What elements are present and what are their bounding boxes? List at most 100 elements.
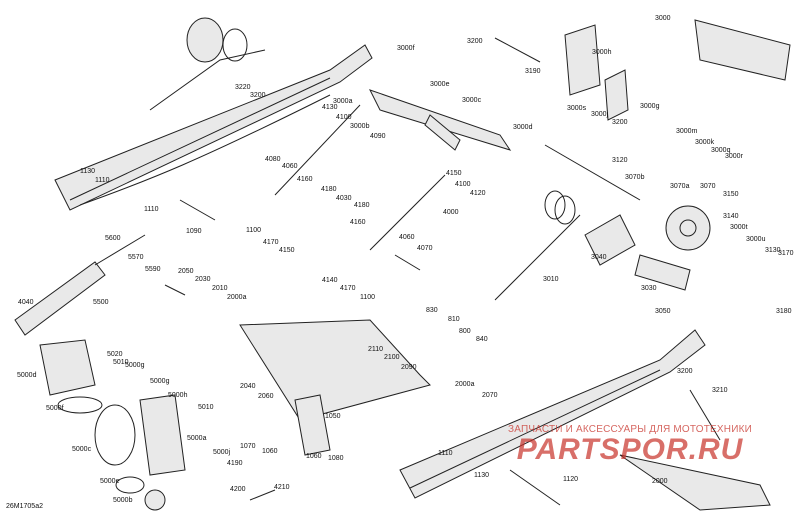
callout-4130: 4130 (322, 104, 338, 111)
callout-5600: 5600 (105, 235, 121, 242)
callout-4080: 4080 (265, 156, 281, 163)
callout-3000t: 3000t (730, 224, 748, 231)
callout-3210: 3210 (712, 387, 728, 394)
callout-3150: 3150 (723, 191, 739, 198)
callout-2000a: 2000a (227, 294, 247, 301)
callout-5570: 5570 (128, 254, 144, 261)
callout-3200: 3200 (612, 119, 628, 126)
callout-1100: 1100 (360, 294, 375, 301)
callout-3000e: 3000e (430, 81, 450, 88)
callout-3000a: 3000a (333, 98, 353, 105)
callout-3130: 3130 (765, 247, 781, 254)
callout-1110: 1110 (438, 450, 453, 457)
callout-5000e: 5000e (100, 478, 120, 485)
watermark: ЗАПЧАСТИ И АКСЕССУАРЫ ДЛЯ МОТОТЕХНИКИ PA… (470, 424, 790, 467)
callout-3140: 3140 (723, 213, 739, 220)
callout-5500: 5500 (93, 299, 109, 306)
callout-2000: 2000 (652, 478, 668, 485)
callout-5000b: 5000b (113, 497, 133, 504)
diagram-code: 26M1705a2 (6, 503, 43, 510)
callout-5000c: 5000c (72, 446, 92, 453)
shafts (179, 37, 641, 301)
callout-2030: 2030 (195, 276, 211, 283)
lower-arm (619, 454, 771, 511)
callout-3200: 3200 (677, 368, 693, 375)
callout-5000a: 5000a (187, 435, 207, 442)
callout-4070: 4070 (417, 245, 433, 252)
callout-4100: 4100 (336, 114, 352, 121)
upper-left-rail (54, 44, 373, 211)
callout-2110: 2110 (368, 346, 383, 353)
callout-4170: 4170 (340, 285, 356, 292)
callout-3000q: 3000q (711, 147, 731, 154)
upper-arm (369, 89, 512, 151)
callout-1090: 1090 (186, 228, 202, 235)
callout-3000d: 3000d (513, 124, 533, 131)
callout-1060: 1060 (262, 448, 278, 455)
callout-4200: 4200 (230, 486, 246, 493)
callout-2010: 2010 (212, 285, 228, 292)
callout-3000g: 3000g (640, 103, 660, 110)
callout-5010: 5010 (113, 359, 129, 366)
callout-1110: 1110 (144, 206, 159, 213)
callout-4140: 4140 (322, 277, 338, 284)
callout-4100: 4100 (455, 181, 471, 188)
callout-3190: 3190 (525, 68, 541, 75)
callout-1130: 1130 (80, 168, 95, 175)
callout-3000m: 3000m (676, 128, 698, 135)
callout-5000g: 5000g (125, 362, 145, 369)
callout-2060: 2060 (258, 393, 274, 400)
callout-5010: 5010 (198, 404, 214, 411)
callout-3000b: 3000b (350, 123, 370, 130)
callout-4120: 4120 (470, 190, 486, 197)
callout-3220: 3220 (235, 84, 251, 91)
callout-4170: 4170 (263, 239, 279, 246)
front-arm (239, 319, 431, 456)
callout-4000: 4000 (443, 209, 459, 216)
callout-3010: 3010 (543, 276, 559, 283)
callout-3200: 3200 (467, 38, 483, 45)
front-shock-assembly (39, 339, 186, 511)
callout-5000f: 5000f (46, 405, 64, 412)
callout-2050: 2050 (178, 268, 194, 275)
callout-1070: 1070 (240, 443, 256, 450)
callout-4160: 4160 (297, 176, 313, 183)
callout-3000c: 3000c (462, 97, 482, 104)
callout-3000h: 3000h (592, 49, 612, 56)
callout-5590: 5590 (145, 266, 161, 273)
callout-3000r: 3000r (725, 153, 744, 160)
callout-1110: 1110 (95, 177, 110, 184)
callout-1100: 1100 (246, 227, 261, 234)
callout-3070a: 3070a (670, 183, 690, 190)
upper-torsion-spring (149, 17, 266, 111)
callout-800: 800 (459, 328, 471, 335)
callout-3000k: 3000k (695, 139, 715, 146)
callout-5000g: 5000g (150, 378, 170, 385)
callout-3000f: 3000f (397, 45, 415, 52)
callout-3170: 3170 (778, 250, 794, 257)
callout-2000a: 2000a (455, 381, 475, 388)
mount-bracket (564, 24, 629, 121)
callout-4210: 4210 (274, 484, 290, 491)
callout-1050: 1050 (325, 413, 341, 420)
callout-4150: 4150 (446, 170, 462, 177)
callout-3040: 3040 (591, 254, 607, 261)
callout-5000j: 5000j (213, 449, 231, 456)
callout-3000j: 3000j (591, 111, 609, 118)
callout-5020: 5020 (107, 351, 123, 358)
callout-830: 830 (426, 307, 438, 314)
watermark-logo: PARTSPOR.RU (516, 433, 744, 466)
callout-3070: 3070 (700, 183, 716, 190)
callout-840: 840 (476, 336, 488, 343)
fasteners (164, 254, 721, 506)
callout-4030: 4030 (336, 195, 352, 202)
callout-2100: 2100 (384, 354, 400, 361)
rear-shock (14, 234, 146, 336)
callout-3030: 3030 (641, 285, 657, 292)
callout-1120: 1120 (563, 476, 578, 483)
callout-4040: 4040 (18, 299, 34, 306)
callout-1060: 1060 (306, 453, 322, 460)
callout-4180: 4180 (321, 186, 337, 193)
